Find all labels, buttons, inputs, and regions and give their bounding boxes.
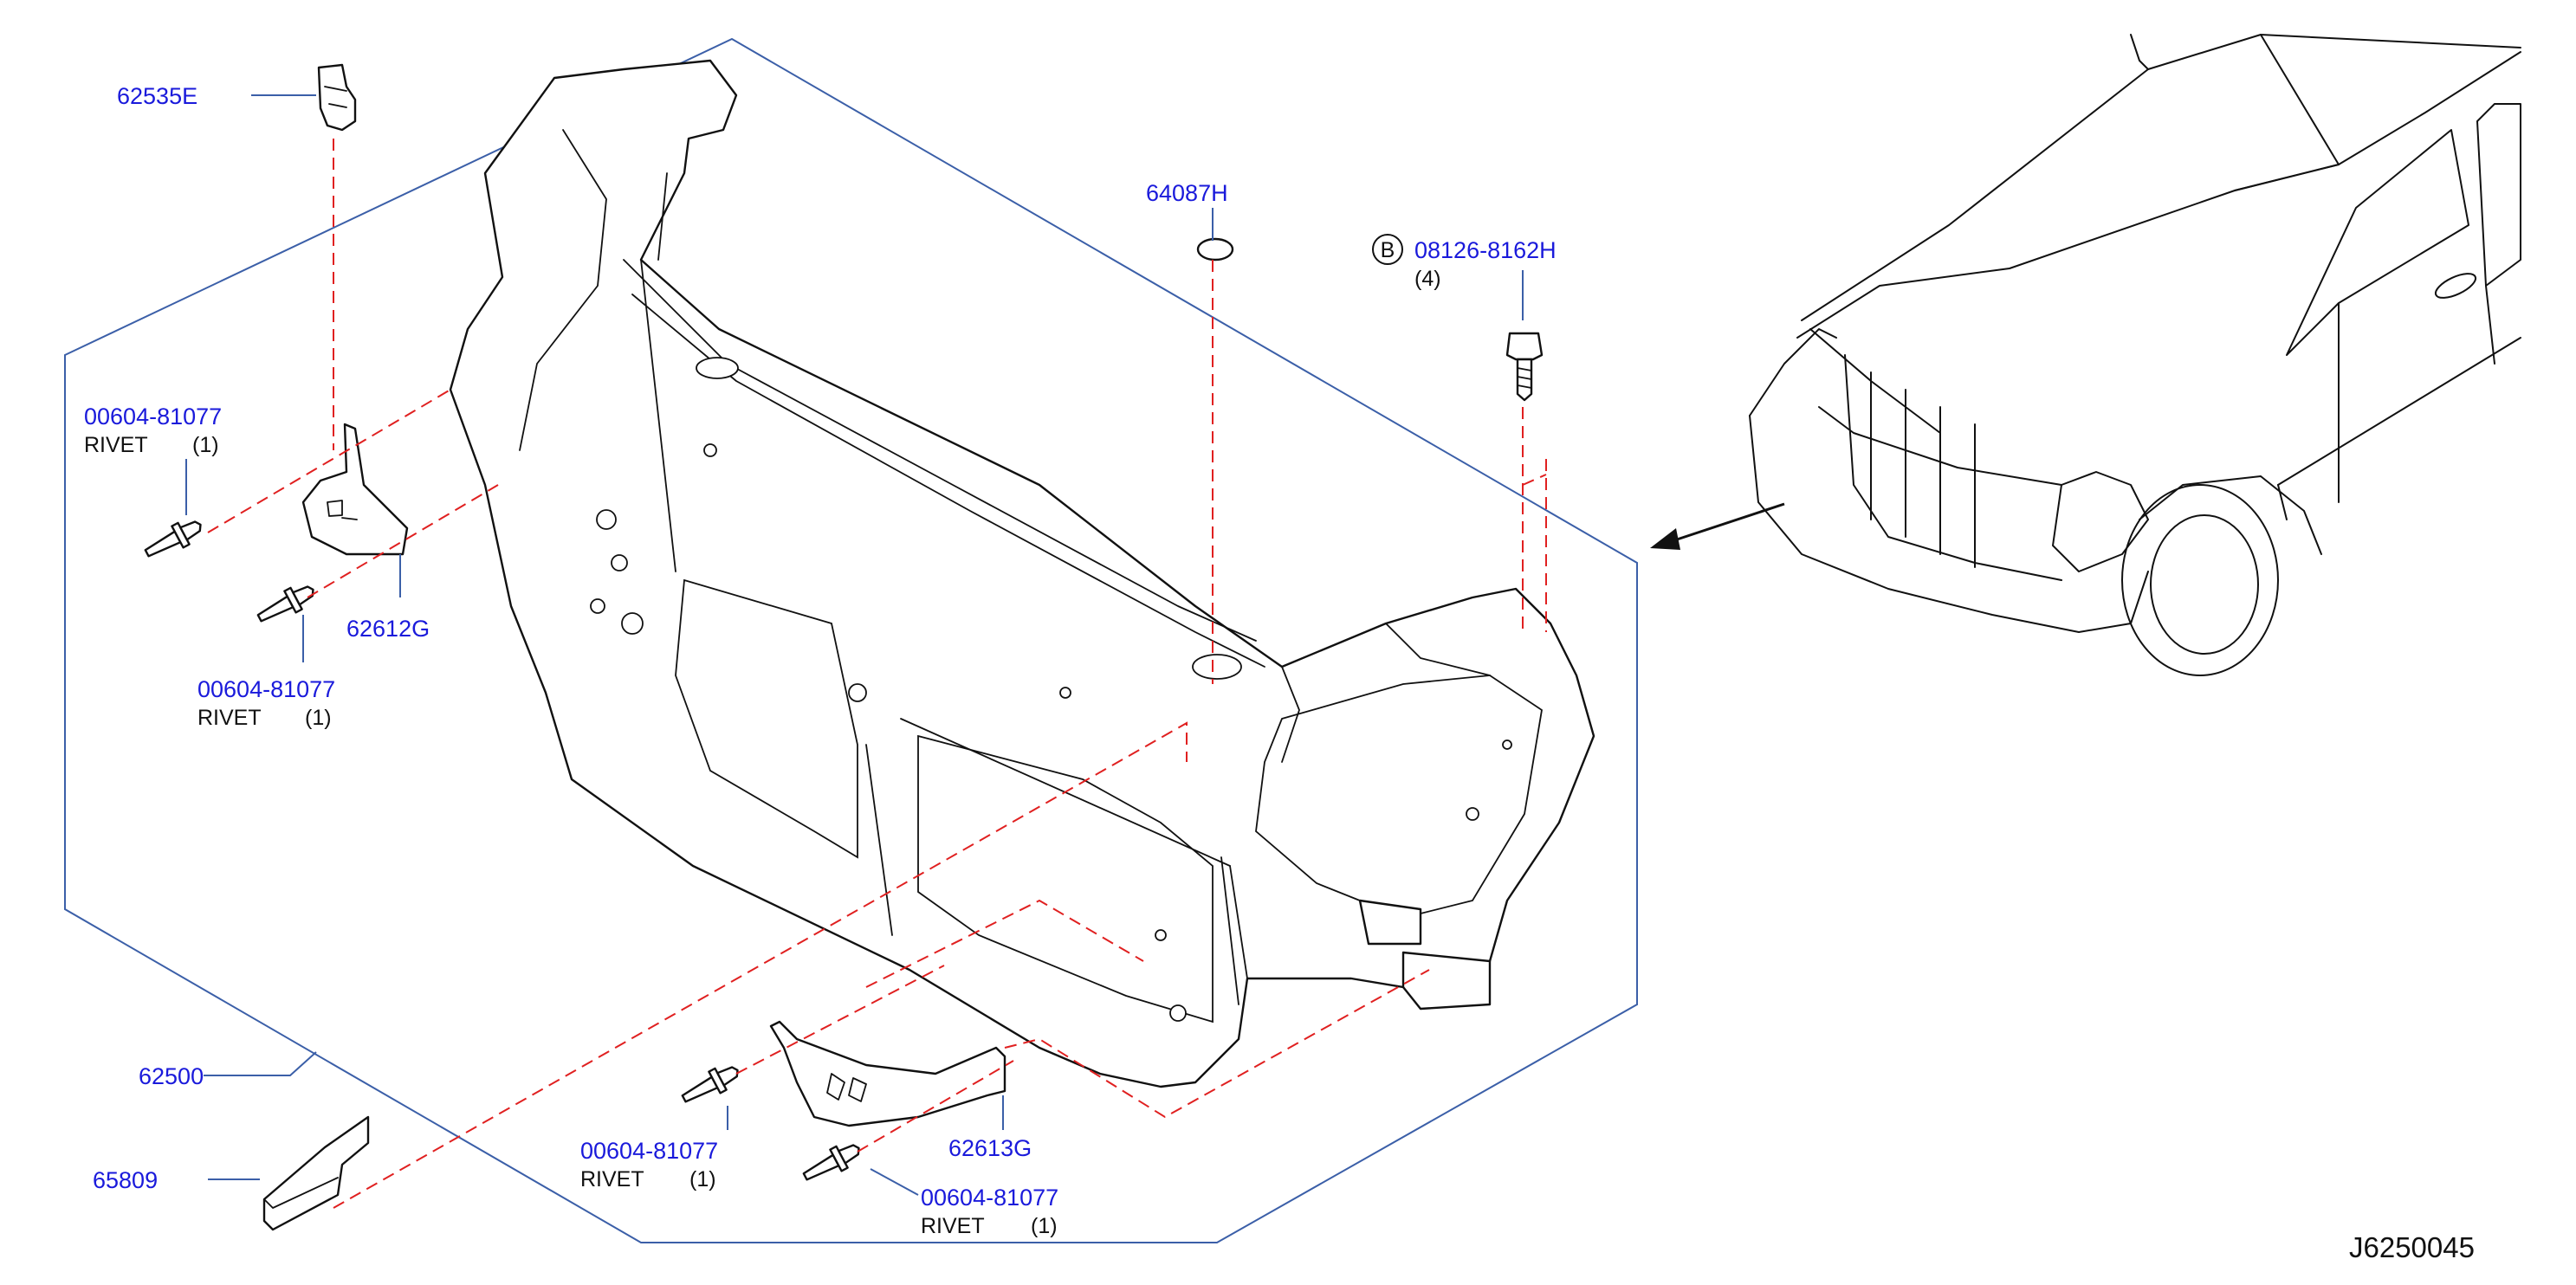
part-number-rivet-1[interactable]: 00604-81077 [84, 404, 222, 429]
bracket-62612g[interactable] [301, 423, 409, 556]
grommet-64087h[interactable] [1196, 237, 1234, 262]
part-number-08126-8162h[interactable]: 08126-8162H [1414, 237, 1557, 263]
part-number-62500[interactable]: 62500 [139, 1063, 204, 1089]
rivet-middle-left[interactable] [254, 579, 319, 630]
svg-text:B: B [1381, 238, 1395, 262]
part-number-rivet-2[interactable]: 00604-81077 [197, 676, 335, 702]
pad-65809[interactable] [262, 1115, 370, 1231]
assembly-hidden-lines [207, 139, 1547, 1209]
part-desc-rivet-3: RIVET [580, 1167, 644, 1191]
part-qty-rivet-4: (1) [1031, 1214, 1058, 1238]
bolt-08126-8162h[interactable] [1505, 332, 1544, 402]
part-number-rivet-3[interactable]: 00604-81077 [580, 1138, 718, 1164]
rivet-bottom-center[interactable] [678, 1060, 743, 1110]
reference-badge-b: B [1372, 234, 1403, 265]
part-number-65809[interactable]: 65809 [93, 1167, 158, 1193]
part-number-62613g[interactable]: 62613G [948, 1135, 1032, 1161]
diagram-id: J6250045 [2349, 1231, 2475, 1263]
part-desc-rivet-1: RIVET [84, 433, 148, 457]
assembly-boundary [64, 37, 1638, 1243]
part-number-62535e[interactable]: 62535E [117, 83, 197, 109]
vehicle-overview-illustration [1749, 34, 2521, 676]
rivet-bottom-right[interactable] [799, 1138, 864, 1188]
part-qty-rivet-3: (1) [689, 1167, 716, 1191]
part-number-64087h[interactable]: 64087H [1146, 180, 1228, 206]
leader-lines [185, 94, 1524, 1196]
callout-arrow [1650, 502, 1785, 550]
rivet-top-left[interactable] [141, 514, 206, 565]
part-number-62612g[interactable]: 62612G [346, 616, 430, 642]
part-qty-rivet-1: (1) [192, 433, 219, 457]
radiator-core-support[interactable] [449, 59, 1595, 1088]
part-qty-08126-8162h: (4) [1414, 267, 1441, 291]
part-number-rivet-4[interactable]: 00604-81077 [921, 1185, 1058, 1211]
clip-62535e[interactable] [317, 63, 357, 132]
part-desc-rivet-4: RIVET [921, 1214, 985, 1238]
part-desc-rivet-2: RIVET [197, 706, 262, 730]
part-qty-rivet-2: (1) [305, 706, 332, 730]
